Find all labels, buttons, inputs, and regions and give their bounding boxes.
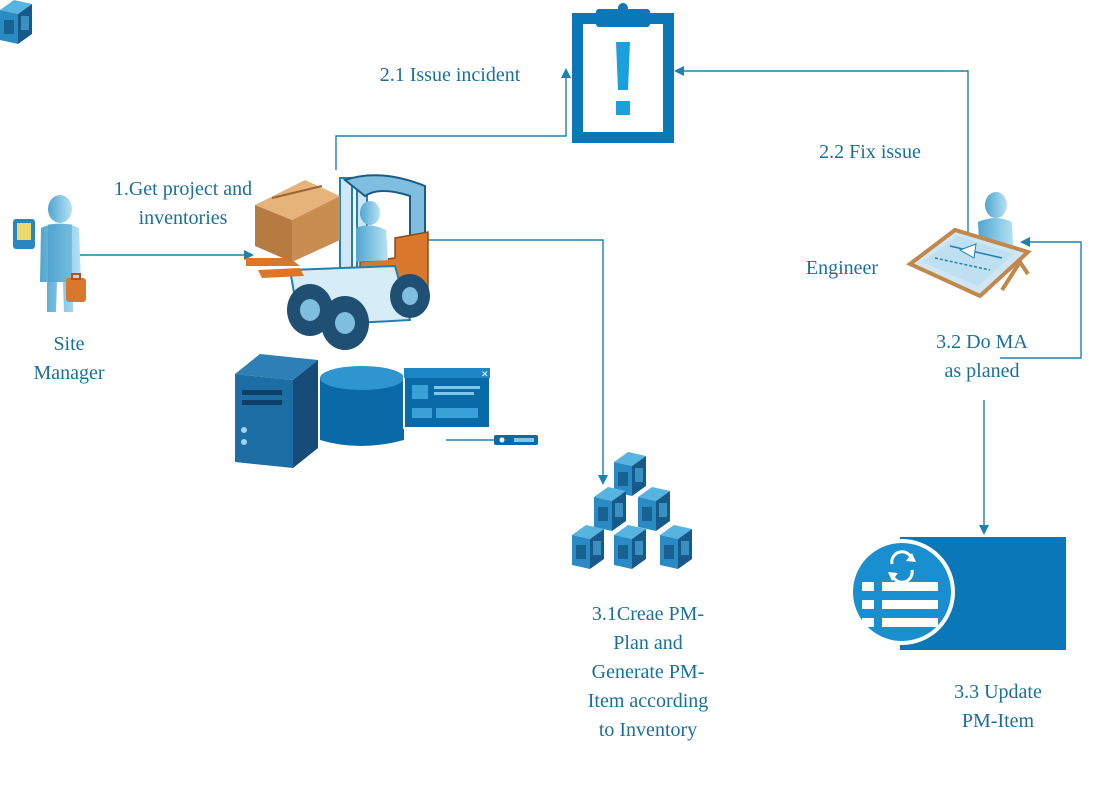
svg-text:✕: ✕ xyxy=(481,370,489,380)
step-1-label: 1.Get project and inventories xyxy=(113,178,253,229)
update-list-icon xyxy=(849,537,1066,650)
arrow-loop-engineer xyxy=(1000,237,1082,359)
arrow-engineer-to-clipboard xyxy=(674,66,969,242)
clipboard-alert-icon xyxy=(572,3,674,143)
step-3-2-label: 3.2 Do MA as planed xyxy=(936,331,1028,382)
server-database-window-icon: ✕ xyxy=(235,354,538,468)
step-3-1-label: 3.1Creae PM- Plan and Generate PM- Item … xyxy=(587,603,709,741)
forklift-icon xyxy=(246,174,430,350)
step-2-1-label: 2.1 Issue incident xyxy=(379,64,521,86)
person-with-briefcase-icon xyxy=(13,195,86,312)
arrow-forklift-to-clipboard xyxy=(335,68,571,170)
stacked-cubes-icon xyxy=(0,0,692,569)
site-manager-label: Site Manager xyxy=(33,333,105,384)
connectors xyxy=(80,66,1082,535)
step-3-3-label: 3.3 Update PM-Item xyxy=(954,681,1042,732)
engineer-label: Engineer xyxy=(805,257,879,279)
engineer-at-drafting-table-icon xyxy=(906,192,1032,299)
step-2-2-label: 2.2 Fix issue xyxy=(819,141,921,163)
arrow-forklift-to-cubes xyxy=(415,239,608,485)
